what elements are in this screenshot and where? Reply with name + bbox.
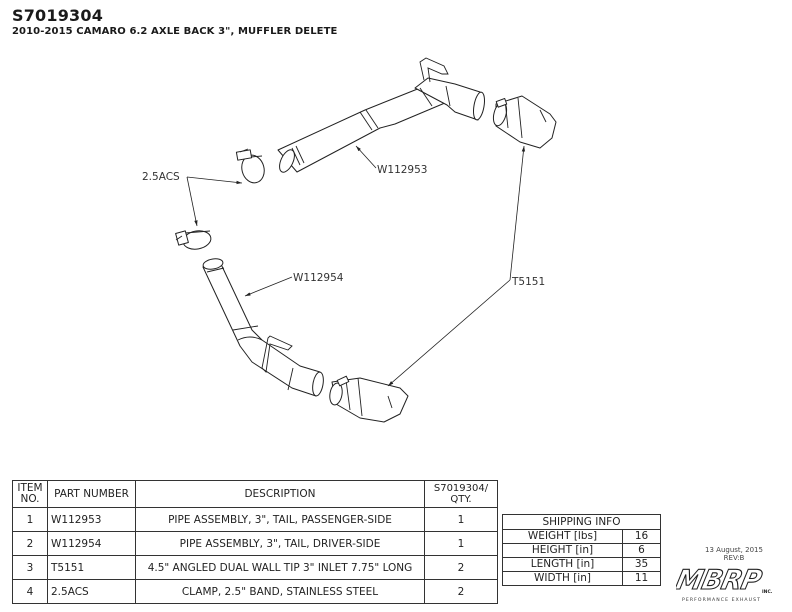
clamp-lower xyxy=(175,230,212,250)
bom-row: 1 W112953 PIPE ASSEMBLY, 3", TAIL, PASSE… xyxy=(12,507,498,532)
bom-header-qty-line2: QTY. xyxy=(450,494,472,505)
svg-text:MBRP: MBRP xyxy=(676,565,765,596)
mbrp-logo: MBRP INC. PERFORMANCE EXHAUST xyxy=(676,565,773,603)
svg-text:PERFORMANCE EXHAUST: PERFORMANCE EXHAUST xyxy=(682,597,761,603)
shipping-row: LENGTH [in] 35 xyxy=(502,557,661,572)
bom-item-no: 3 xyxy=(12,555,48,580)
callout-label-clamp: 2.5ACS xyxy=(142,171,180,183)
bom-header-item: ITEM NO. xyxy=(12,480,48,508)
callout-driver-pipe: W112954 xyxy=(244,272,344,297)
shipping-row: HEIGHT [in] 6 xyxy=(502,543,661,558)
bom-row: 3 T5151 4.5" ANGLED DUAL WALL TIP 3" INL… xyxy=(12,555,498,580)
bom-header-item-line1: ITEM xyxy=(17,482,43,494)
clamp-upper xyxy=(235,148,265,184)
bom-header-part-number: PART NUMBER xyxy=(47,480,136,508)
exhaust-tip-upper xyxy=(492,95,557,149)
bom-header-qty: S7019304/ QTY. xyxy=(424,480,498,508)
bom-qty: 1 xyxy=(424,507,498,532)
drawing-part-number: S7019304 xyxy=(12,6,104,25)
callout-clamp: 2.5ACS xyxy=(142,171,243,227)
callout-label-passenger-pipe: W112953 xyxy=(377,164,427,176)
bom-description: PIPE ASSEMBLY, 3", TAIL, DRIVER-SIDE xyxy=(135,531,425,556)
driver-pipe-assembly xyxy=(202,258,324,397)
bom-description: 4.5" ANGLED DUAL WALL TIP 3" INLET 7.75"… xyxy=(135,555,425,580)
revision-block: 13 August, 2015 REV:B xyxy=(694,546,774,562)
svg-text:INC.: INC. xyxy=(762,589,773,595)
shipping-label: LENGTH [in] xyxy=(502,557,623,572)
shipping-label: WEIGHT [lbs] xyxy=(502,529,623,544)
callout-tip: T5151 xyxy=(387,145,545,387)
bom-header-item-line2: NO. xyxy=(20,493,40,505)
shipping-value: 35 xyxy=(622,557,661,572)
shipping-label: HEIGHT [in] xyxy=(502,543,623,558)
bill-of-materials-table: ITEM NO. PART NUMBER DESCRIPTION S701930… xyxy=(12,480,498,604)
passenger-pipe-assembly xyxy=(277,57,485,173)
exhaust-tip-lower xyxy=(329,375,409,423)
exploded-view-drawing: 2.5ACS W112953 W112954 T5151 xyxy=(142,57,557,423)
revision-date: 13 August, 2015 xyxy=(705,546,763,554)
shipping-info-title: SHIPPING INFO xyxy=(502,514,661,530)
bom-part-number: W112953 xyxy=(47,507,136,532)
bom-qty: 2 xyxy=(424,555,498,580)
callout-label-driver-pipe: W112954 xyxy=(293,272,344,284)
bom-qty: 2 xyxy=(424,579,498,604)
bom-description: CLAMP, 2.5" BAND, STAINLESS STEEL xyxy=(135,579,425,604)
shipping-value: 16 xyxy=(622,529,661,544)
shipping-row: WEIGHT [lbs] 16 xyxy=(502,529,661,544)
bom-description: PIPE ASSEMBLY, 3", TAIL, PASSENGER-SIDE xyxy=(135,507,425,532)
callout-label-tip: T5151 xyxy=(511,276,545,288)
shipping-label: WIDTH [in] xyxy=(502,571,623,586)
bom-qty: 1 xyxy=(424,531,498,556)
bom-row: 2 W112954 PIPE ASSEMBLY, 3", TAIL, DRIVE… xyxy=(12,531,498,556)
bom-header-qty-line1: S7019304/ xyxy=(433,483,489,494)
revision-label: REV:B xyxy=(723,554,745,562)
bom-part-number: W112954 xyxy=(47,531,136,556)
bom-item-no: 1 xyxy=(12,507,48,532)
drawing-description: 2010-2015 CAMARO 6.2 AXLE BACK 3", MUFFL… xyxy=(12,26,338,37)
shipping-info-table: SHIPPING INFO WEIGHT [lbs] 16 HEIGHT [in… xyxy=(502,514,661,586)
bom-part-number: 2.5ACS xyxy=(47,579,136,604)
bom-item-no: 4 xyxy=(12,579,48,604)
bom-part-number: T5151 xyxy=(47,555,136,580)
shipping-row: WIDTH [in] 11 xyxy=(502,571,661,586)
callout-passenger-pipe: W112953 xyxy=(355,145,427,176)
bom-header-row: ITEM NO. PART NUMBER DESCRIPTION S701930… xyxy=(12,480,498,508)
bom-row: 4 2.5ACS CLAMP, 2.5" BAND, STAINLESS STE… xyxy=(12,579,498,604)
shipping-value: 6 xyxy=(622,543,661,558)
shipping-value: 11 xyxy=(622,571,661,586)
bom-item-no: 2 xyxy=(12,531,48,556)
bom-header-description: DESCRIPTION xyxy=(135,480,425,508)
